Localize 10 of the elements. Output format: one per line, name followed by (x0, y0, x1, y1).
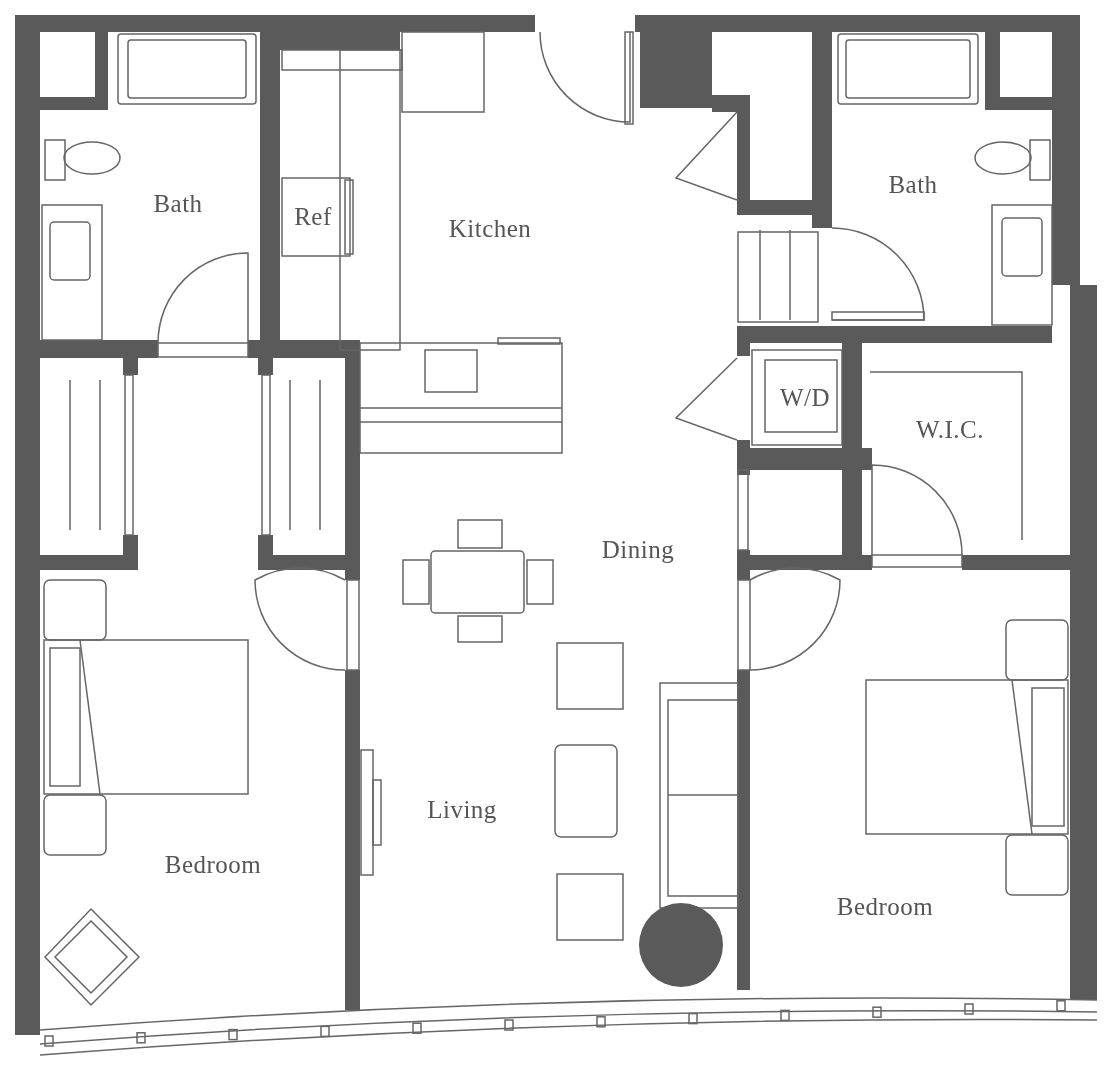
room-label: Kitchen (448, 215, 532, 243)
room-label: Dining (601, 536, 675, 564)
room-label: Living (427, 796, 497, 824)
room-label: Bedroom (164, 851, 262, 879)
room-label: Bath (153, 190, 203, 218)
appliance-label: W/D (779, 384, 831, 412)
room-label: W.I.C. (915, 416, 985, 444)
room-label: Bath (888, 171, 938, 199)
appliance-label: Ref (294, 203, 332, 231)
room-label: Bedroom (836, 893, 934, 921)
